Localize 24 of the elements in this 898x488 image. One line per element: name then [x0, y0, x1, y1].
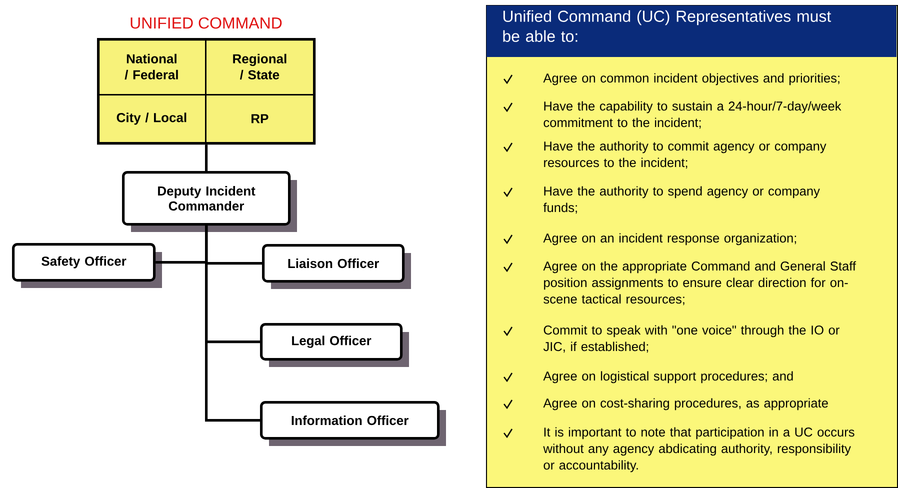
- bullet-text: Have the authority to spend agency or company funds;: [543, 186, 820, 214]
- role-box: Liaison Officer: [262, 244, 411, 289]
- bullet-text: Agree on logistical support procedures; and: [543, 371, 793, 384]
- grid-cell: RP: [205, 94, 314, 144]
- grid-cell: City / Local: [97, 94, 206, 144]
- bullet-text: Agree on common incident objectives and priorities;: [543, 73, 840, 86]
- bullet-text: Have the authority to commit agency or company resources to the incident;: [544, 141, 826, 169]
- role-box: Legal Officer: [260, 323, 409, 367]
- grid-cell: Regional / State: [205, 38, 314, 96]
- bullet-text: Have the capability to sustain a 24-hour/7-day/week commitment to the incident;: [544, 101, 842, 129]
- connector-line: [205, 226, 260, 422]
- role-box: Information Officer: [260, 401, 446, 446]
- role-box: Safety Officer: [12, 243, 162, 288]
- connector-line: [205, 144, 208, 171]
- bullet-text: Agree on the appropriate Command and General Staff position assignments to ensure clear direction for on-scene tactical resources;: [543, 261, 856, 306]
- bullet-text: It is important to note that participation in a UC occurs without any agency abdicating authority, responsibility or accountability.: [543, 427, 854, 472]
- info-panel: [486, 5, 898, 488]
- grid-cell: National / Federal: [97, 38, 206, 96]
- bullet-text: Agree on cost-sharing procedures, as appropriate: [543, 398, 828, 410]
- panel-heading: Unified Command (UC) Representatives must be able to:: [503, 10, 832, 42]
- node-label: UNIFIED COMMAND: [130, 17, 282, 29]
- role-box: Deputy Incident Commander: [122, 171, 297, 232]
- bullet-text: Agree on an incident response organization;: [543, 233, 796, 246]
- bullet-text: Commit to speak with "one voice" through the IO or JIC, if established;: [543, 325, 840, 353]
